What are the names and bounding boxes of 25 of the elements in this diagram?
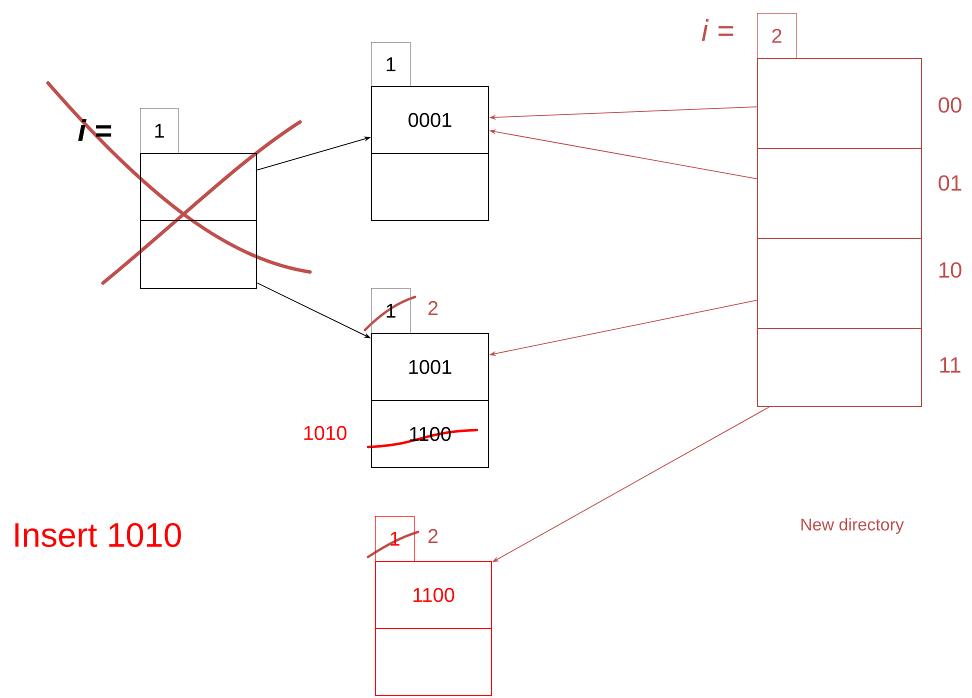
caption-text: New directory [801,518,904,534]
bucket-cell: 1001 [371,333,489,401]
side-label: 01 [938,175,962,191]
depth-tab: 2 [757,13,797,59]
side-label: 2 [428,301,438,315]
empty-cell [375,628,492,696]
side-label: 11 [940,357,960,373]
depth-tab: 1 [371,42,411,87]
empty-cell [757,328,922,407]
side-label: 10 [939,262,962,278]
title-text: Insert 1010 [15,522,181,548]
side-label: 00 [938,97,962,113]
bucket-cell: 1100 [375,561,492,629]
side-label: 2 [428,529,438,543]
equals-label: i = [78,119,112,141]
bucket-cell: 0001 [371,86,489,154]
empty-cell [757,148,922,239]
empty-cell [757,238,922,329]
empty-cell [140,153,257,221]
side-label: 1010 [304,426,346,440]
empty-cell [371,153,489,221]
equals-label: i = [702,19,734,41]
empty-cell [757,58,922,149]
depth-tab: 1 [140,108,179,154]
empty-cell [140,220,257,289]
